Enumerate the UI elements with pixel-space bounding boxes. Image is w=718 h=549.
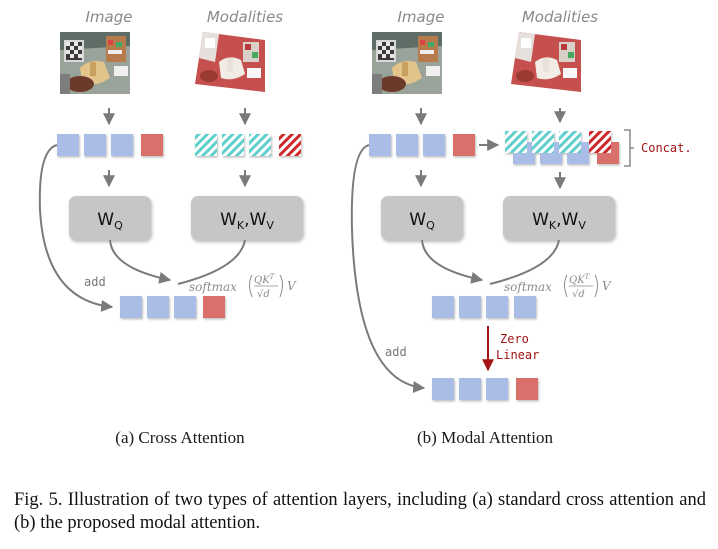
svg-text:WQ: WQ bbox=[97, 210, 123, 232]
token-blue bbox=[174, 296, 196, 318]
linear-label: Linear bbox=[496, 348, 539, 362]
token-red bbox=[203, 296, 225, 318]
svg-text:QKT: QKT bbox=[254, 273, 276, 286]
token-blue bbox=[423, 134, 445, 156]
add-residual-arrow bbox=[38, 144, 114, 312]
add-label-b: add bbox=[385, 345, 407, 359]
token-blue bbox=[486, 296, 508, 318]
token-striped-teal bbox=[222, 134, 244, 156]
zero-label: Zero bbox=[500, 332, 529, 346]
image-tokens-b bbox=[369, 134, 475, 156]
scene-image-b bbox=[372, 32, 442, 94]
token-blue bbox=[432, 378, 454, 400]
formula-a: softmax QKT √d V bbox=[189, 273, 297, 300]
scene-image-a bbox=[60, 32, 130, 94]
token-blue bbox=[120, 296, 142, 318]
token-striped-red bbox=[279, 134, 301, 156]
svg-text:WK,WV: WK,WV bbox=[532, 210, 586, 232]
header-modalities-a: Modalities bbox=[207, 8, 283, 26]
svg-text:softmax: softmax bbox=[504, 280, 552, 294]
token-blue bbox=[432, 296, 454, 318]
svg-text:WQ: WQ bbox=[409, 210, 435, 232]
token-blue bbox=[459, 296, 481, 318]
add-residual-arrow bbox=[350, 144, 426, 394]
figure-caption: Fig. 5. Illustration of two types of att… bbox=[14, 490, 706, 533]
token-red bbox=[516, 378, 538, 400]
concat-label: Concat. bbox=[641, 141, 692, 155]
merge-arrow bbox=[177, 239, 246, 285]
query-projection-block-b: WQ bbox=[381, 196, 463, 240]
header-image-a: Image bbox=[86, 8, 133, 26]
token-blue bbox=[396, 134, 418, 156]
token-blue bbox=[486, 378, 508, 400]
token-blue bbox=[459, 378, 481, 400]
query-projection-block-a: WQ bbox=[69, 196, 151, 240]
attention-diagram: Image Modalities WQ WK,WV add softmax QK… bbox=[38, 8, 692, 447]
token-blue bbox=[57, 134, 79, 156]
svg-text:V: V bbox=[602, 279, 612, 293]
token-blue bbox=[111, 134, 133, 156]
token-striped-teal bbox=[532, 131, 554, 153]
attention-output-tokens-b bbox=[432, 296, 536, 318]
merge-arrow bbox=[421, 239, 484, 284]
header-modalities-b: Modalities bbox=[522, 8, 598, 26]
token-blue bbox=[84, 134, 106, 156]
token-blue bbox=[369, 134, 391, 156]
svg-text:QKT: QKT bbox=[569, 273, 591, 286]
token-red bbox=[453, 134, 475, 156]
formula-b: softmax QKT √d V bbox=[504, 273, 612, 300]
modality-tokens-a bbox=[195, 134, 301, 156]
key-value-projection-block-b: WK,WV bbox=[503, 196, 615, 240]
token-striped-teal bbox=[249, 134, 271, 156]
token-blue bbox=[514, 296, 536, 318]
modality-image-b bbox=[511, 32, 581, 92]
modality-image-a bbox=[195, 32, 265, 92]
concat-bracket bbox=[624, 129, 634, 167]
token-red bbox=[141, 134, 163, 156]
merge-arrow bbox=[109, 239, 172, 284]
output-tokens-a bbox=[120, 296, 225, 318]
token-striped-teal bbox=[559, 131, 581, 153]
add-label-a: add bbox=[84, 275, 106, 289]
svg-text:√d: √d bbox=[572, 289, 585, 300]
merge-arrow bbox=[489, 239, 560, 285]
concat-tokens-b bbox=[505, 131, 619, 164]
svg-text:WK,WV: WK,WV bbox=[220, 210, 274, 232]
token-striped-red bbox=[589, 131, 611, 153]
token-striped-teal bbox=[195, 134, 217, 156]
svg-text:V: V bbox=[287, 279, 297, 293]
key-value-projection-block-a: WK,WV bbox=[191, 196, 303, 240]
token-striped-teal bbox=[505, 131, 527, 153]
header-image-b: Image bbox=[398, 8, 445, 26]
image-tokens-a bbox=[57, 134, 163, 156]
token-blue bbox=[147, 296, 169, 318]
svg-text:√d: √d bbox=[257, 289, 270, 300]
subcaption-a: (a) Cross Attention bbox=[115, 428, 245, 447]
subcaption-b: (b) Modal Attention bbox=[417, 428, 553, 447]
svg-text:softmax: softmax bbox=[189, 280, 237, 294]
final-output-tokens-b bbox=[432, 378, 538, 400]
